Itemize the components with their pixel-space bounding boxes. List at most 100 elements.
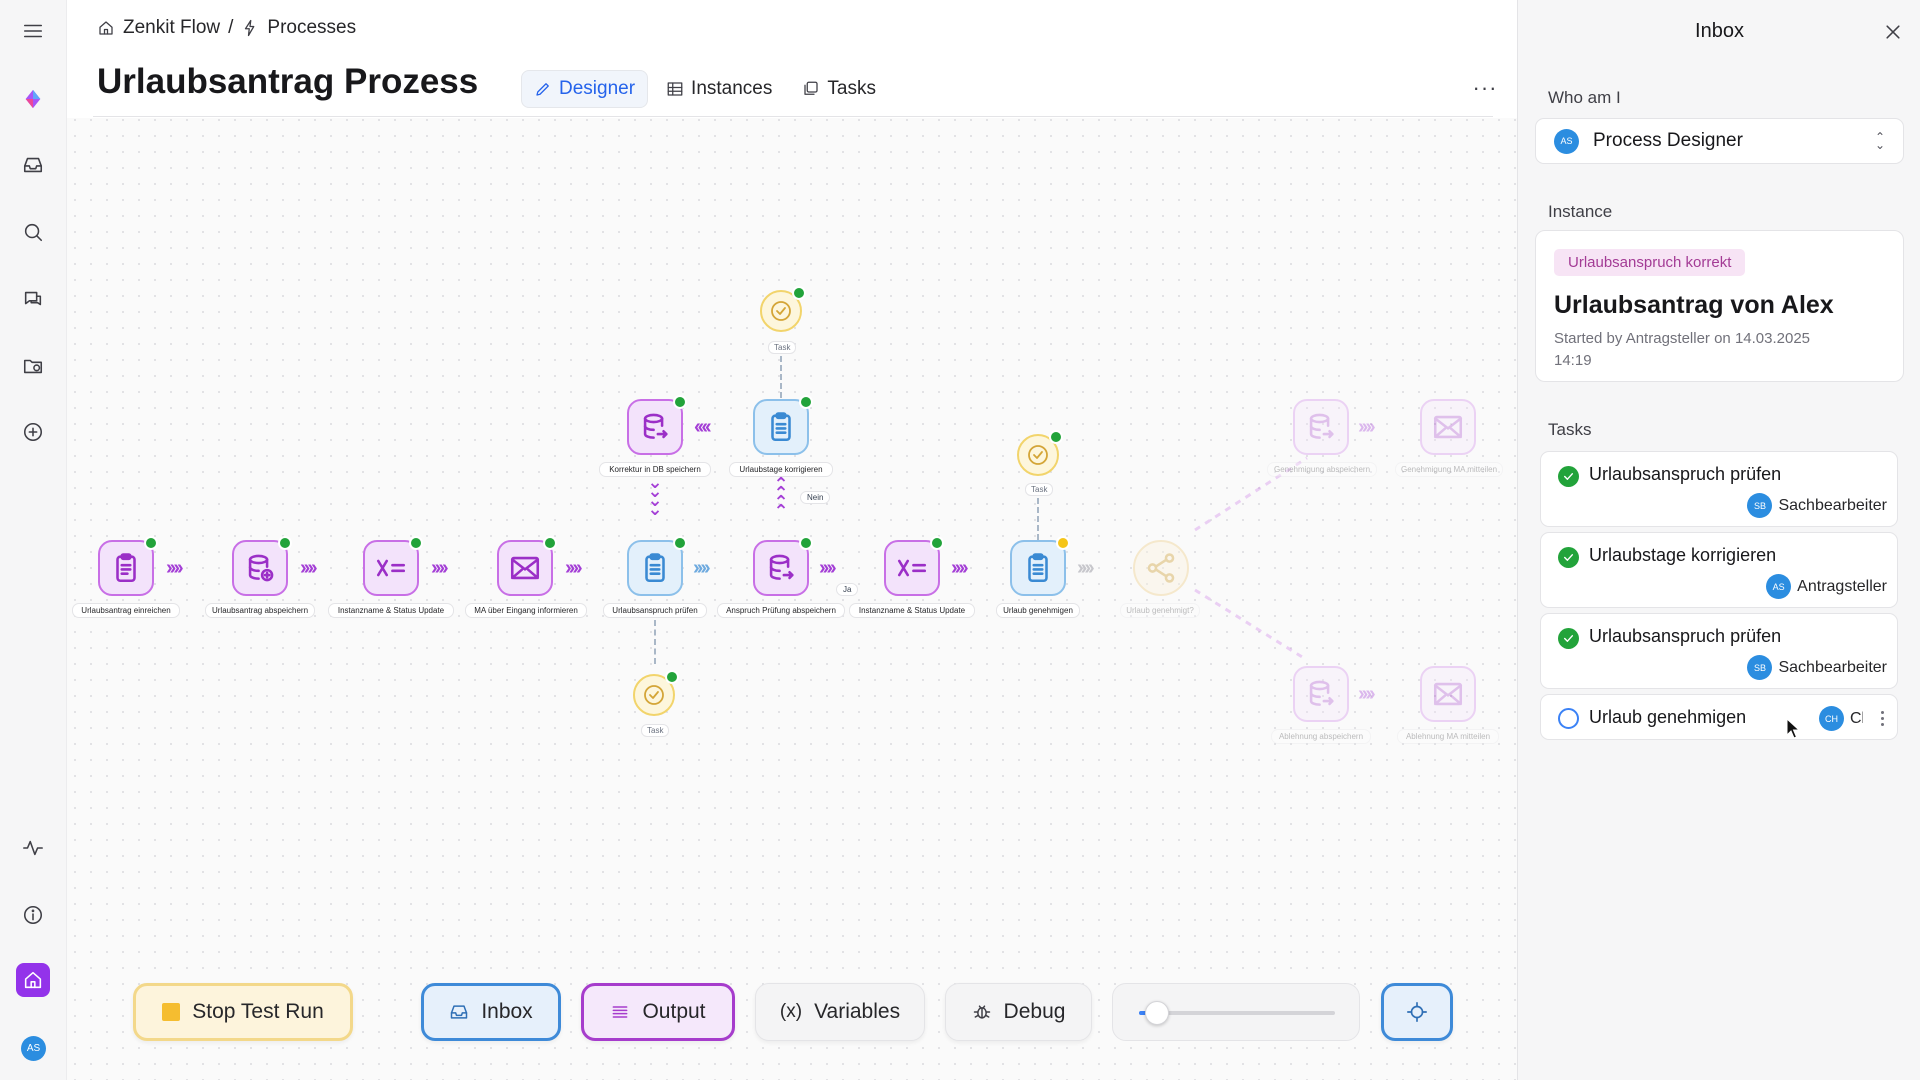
status-done-dot <box>409 536 423 550</box>
tab-tasks[interactable]: Tasks <box>790 70 888 108</box>
left-rail: AS <box>0 0 67 1080</box>
node-ma-informieren[interactable] <box>497 536 557 596</box>
node-ablehnung-mitteilen[interactable] <box>1420 666 1476 722</box>
kebab-menu-icon[interactable] <box>1877 706 1887 730</box>
task-name: Urlaubsanspruch prüfen <box>1589 464 1782 484</box>
node-gateway[interactable] <box>1133 540 1189 596</box>
task-assignee: SB Sachbearbeiter <box>1747 493 1887 518</box>
button-label: Stop Test Run <box>192 1000 324 1023</box>
search-icon[interactable] <box>14 213 52 251</box>
activity-icon[interactable] <box>14 829 52 867</box>
mail-icon <box>1433 415 1463 439</box>
task-item[interactable]: Urlaubsanspruch prüfen SB Sachbearbeiter <box>1540 613 1898 689</box>
inbox-icon[interactable] <box>14 146 52 184</box>
flow-arrow: ›››› <box>1358 416 1376 438</box>
bug-icon <box>973 1005 990 1019</box>
assignee-name: Antragsteller <box>1797 577 1887 595</box>
node-ablehnung-abspeichern[interactable] <box>1293 666 1349 722</box>
role-select[interactable]: AS Process Designer ⌃⌄ <box>1535 118 1904 164</box>
inbox-toggle-button[interactable]: Inbox <box>421 983 561 1041</box>
check-icon <box>1558 547 1579 568</box>
breadcrumb-root[interactable]: Zenkit Flow <box>123 17 221 38</box>
close-icon[interactable] <box>1881 20 1905 44</box>
tab-designer[interactable]: Designer <box>521 70 649 108</box>
node-label: Urlaubsantrag abspeichern <box>205 603 315 618</box>
page-header: Zenkit Flow / Processes Urlaubsantrag Pr… <box>67 0 1517 118</box>
node-anspruch-pruefung-abspeichern[interactable] <box>753 536 813 596</box>
task-name: Urlaubsanspruch prüfen <box>1589 626 1782 646</box>
center-view-button[interactable] <box>1381 983 1453 1041</box>
add-icon[interactable] <box>14 413 52 451</box>
node-label: Genehmigung MA mitteilen <box>1395 462 1503 477</box>
tab-instances[interactable]: Instances <box>654 70 784 108</box>
database-icon <box>643 413 668 439</box>
zoom-control <box>1112 983 1360 1041</box>
designer-canvas[interactable]: Zenkit Flow / Processes Urlaubsantrag Pr… <box>67 0 1517 1080</box>
breadcrumb-current[interactable]: Processes <box>267 17 357 38</box>
assignee-name: Sachbearbeiter <box>1778 496 1887 514</box>
process-flow[interactable]: Urlaubsantrag einreichen ›››› Urlaubsant… <box>67 260 1517 760</box>
node-label: Instanzname & Status Update <box>849 603 975 618</box>
node-urlaub-genehmigen[interactable] <box>1010 536 1070 596</box>
instance-title: Urlaubsantrag von Alex <box>1554 291 1834 319</box>
status-done-dot <box>278 536 292 550</box>
node-urlaubsantrag-abspeichern[interactable] <box>232 536 292 596</box>
node-label: Ablehnung abspeichern <box>1271 729 1371 744</box>
folder-icon[interactable] <box>14 347 52 385</box>
task-item[interactable]: Urlaubsanspruch prüfen SB Sachbearbeiter <box>1540 451 1898 527</box>
zoom-slider[interactable] <box>1139 1001 1335 1025</box>
flow-arrow-up: ⌃⌃⌃⌃ <box>773 474 789 521</box>
task-connector <box>1037 498 1039 540</box>
database-icon <box>1309 413 1334 439</box>
tasks-icon <box>804 81 819 95</box>
task-assignee: AS Antragsteller <box>1766 574 1887 599</box>
task-item[interactable]: Urlaubstage korrigieren AS Antragsteller <box>1540 532 1898 608</box>
open-circle-icon[interactable] <box>1558 708 1579 729</box>
avatar: SB <box>1747 493 1773 518</box>
node-korrektur-db-speichern[interactable] <box>627 395 687 455</box>
task-tag: Task <box>1025 483 1054 496</box>
avatar: CH <box>1819 706 1844 731</box>
edge-label-yes: Ja <box>836 583 859 596</box>
logo-icon[interactable] <box>14 80 52 118</box>
output-toggle-button[interactable]: Output <box>581 983 735 1041</box>
user-avatar[interactable]: AS <box>21 1036 46 1061</box>
stop-test-run-button[interactable]: Stop Test Run <box>133 983 353 1041</box>
zoom-fill <box>1139 1011 1149 1015</box>
task-tag: Task <box>641 724 670 737</box>
instance-card[interactable]: Urlaubsanspruch korrekt Urlaubsantrag vo… <box>1535 230 1904 382</box>
user-task-marker[interactable] <box>1017 430 1063 476</box>
task-item[interactable]: Urlaub genehmigen CH Cl <box>1540 694 1898 740</box>
task-assignee: CH Cl <box>1819 706 1863 731</box>
chat-icon[interactable] <box>14 280 52 318</box>
node-instanzname-status-update-2[interactable] <box>884 536 944 596</box>
task-connector <box>780 356 782 398</box>
info-icon[interactable] <box>14 896 52 934</box>
node-label: Urlaubstage korrigieren <box>729 462 833 477</box>
node-urlaubstage-korrigieren[interactable] <box>753 395 813 455</box>
instance-meta: Started by Antragsteller on 14.03.2025 1… <box>1554 328 1885 372</box>
node-genehmigung-mitteilen[interactable] <box>1420 399 1476 455</box>
more-options-button[interactable]: ··· <box>1472 75 1498 100</box>
variable-icon <box>376 559 406 577</box>
debug-toggle-button[interactable]: Debug <box>945 983 1092 1041</box>
user-task-marker[interactable] <box>760 286 806 332</box>
node-genehmigung-abspeichern[interactable] <box>1293 399 1349 455</box>
status-done-dot <box>673 536 687 550</box>
menu-icon[interactable] <box>14 12 52 50</box>
home-icon <box>99 21 113 35</box>
flow-arrow: ‹‹‹‹ <box>694 416 712 438</box>
home-icon[interactable] <box>16 963 50 997</box>
variables-toggle-button[interactable]: (x) Variables <box>755 983 925 1041</box>
page-title: Urlaubsantrag Prozess <box>97 62 479 101</box>
tab-label: Designer <box>559 78 636 99</box>
mail-icon <box>510 556 540 580</box>
node-instanzname-status-update[interactable] <box>363 536 423 596</box>
node-urlaubsanspruch-pruefen[interactable] <box>627 536 687 596</box>
node-label: Urlaubsanspruch prüfen <box>603 603 707 618</box>
check-circle-icon <box>771 301 791 321</box>
zoom-slider-thumb[interactable] <box>1144 1001 1169 1025</box>
node-urlaubsantrag-einreichen[interactable] <box>98 536 158 596</box>
user-task-marker[interactable] <box>633 670 679 716</box>
check-icon <box>1558 628 1579 649</box>
